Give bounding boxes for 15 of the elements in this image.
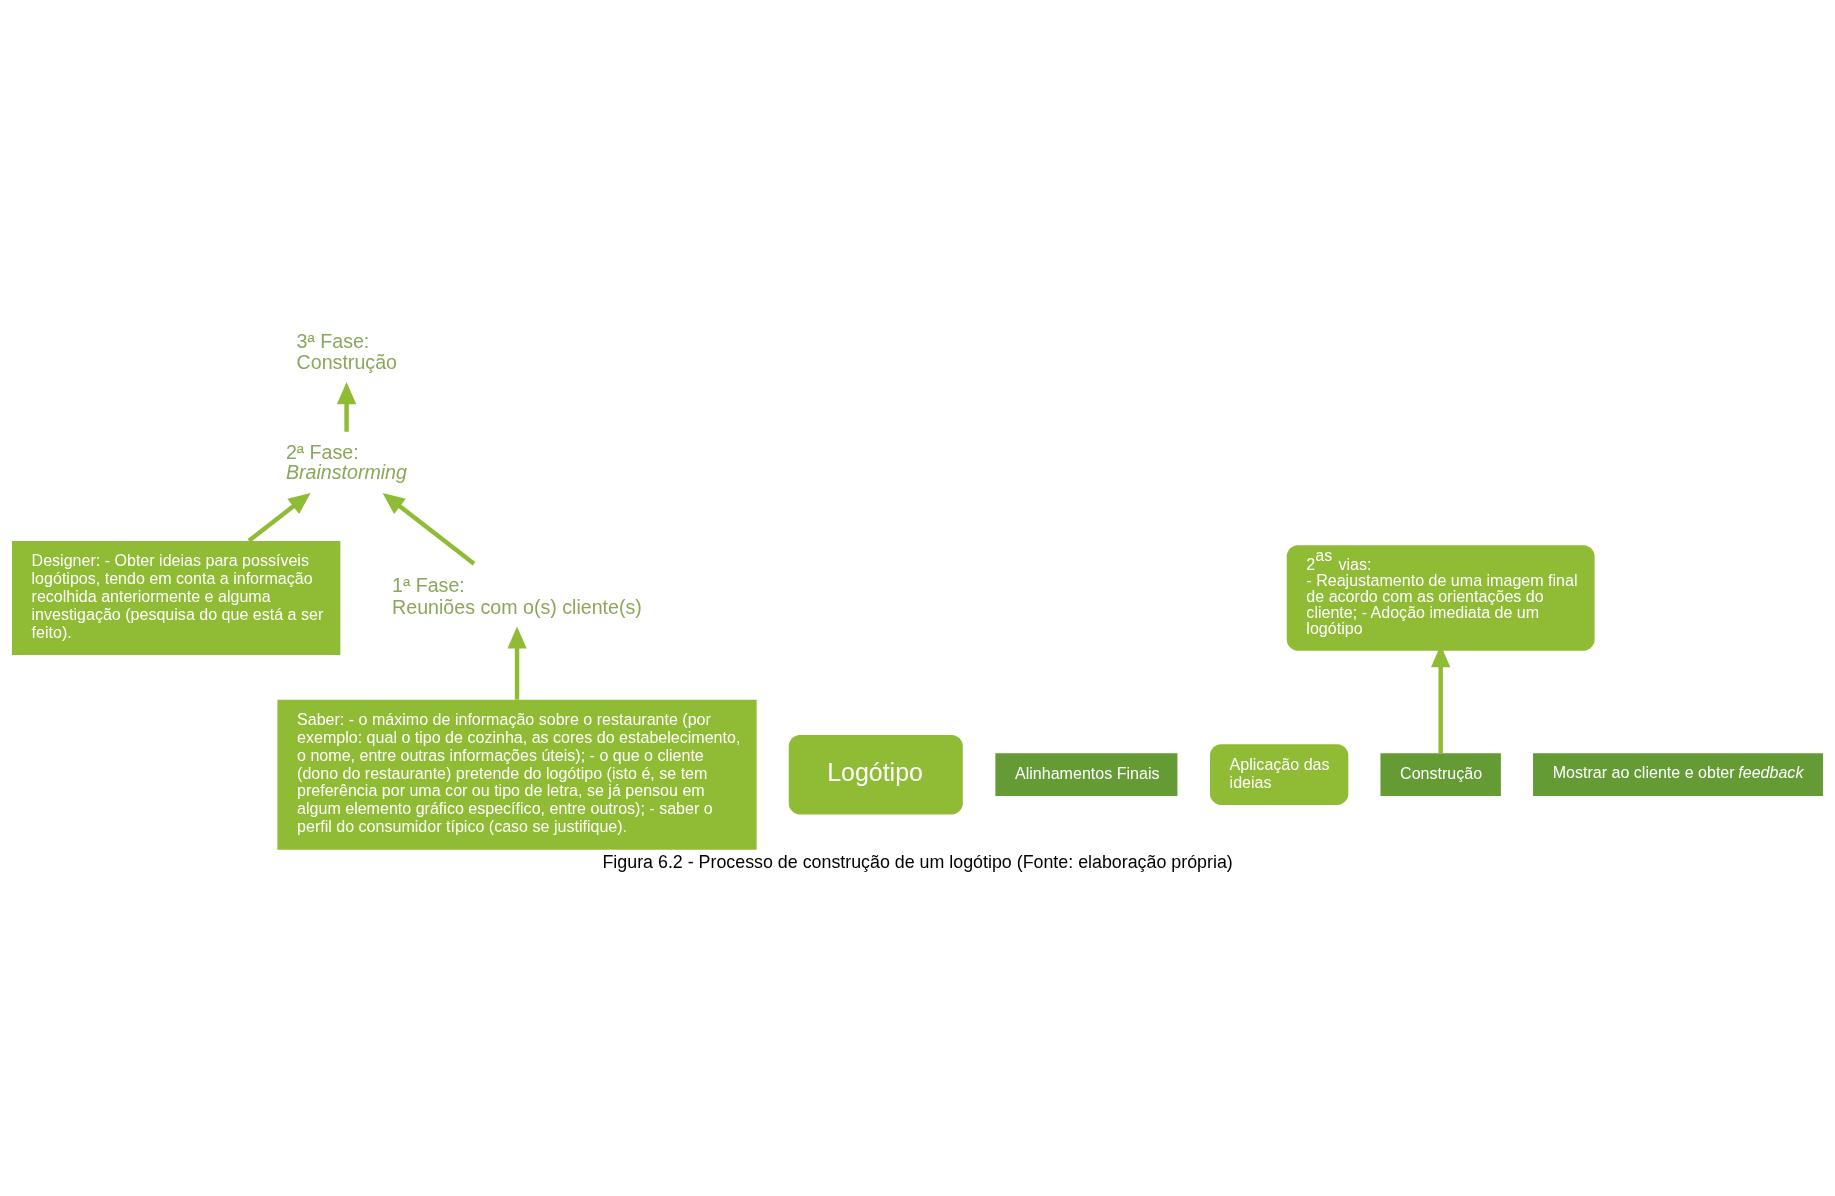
node-box: Designer: - Obter ideias para possíveis logótipos, tendo em conta a informação recolhida anteriormente e alguma investigação (pesquisa do que está a ser feito). <box>11 540 341 656</box>
node-box: Saber: - o máximo de informação sobre o restaurante (por exemplo: qual o tipo de cozinha, as cores do estabelecimento, o nome, entre outras informações úteis); - o que o cliente (dono do restaurante) pretende do logótipo (isto é, se tem preferência por uma cor ou tipo de letra, se já pensou em algum elemento gráfico específico, entre outros); - saber o perfil do consumidor típico (caso se justifique). <box>277 699 757 850</box>
node-box: Logótipo <box>788 735 963 815</box>
caption: Figura 6.2 - Processo de construção de um logótipo (Fonte: elaboração própria) <box>602 851 1233 872</box>
arrow <box>336 382 357 432</box>
node-text: 3ª Fase: Construção <box>296 329 397 374</box>
node-box: Mostrar ao cliente e obter feedback <box>1533 753 1824 797</box>
arrow <box>507 626 527 700</box>
node-box: Aplicação das ideias <box>1210 744 1349 806</box>
node-text: 2ª Fase: Brainstorming <box>285 441 407 483</box>
arrow <box>247 492 311 543</box>
arrow <box>382 492 476 566</box>
node-text: 1ª Fase: Reuniões com o(s) cliente(s) <box>392 574 642 618</box>
node-box: Construção <box>1380 753 1501 797</box>
node-box: Alinhamentos Finais <box>995 753 1178 797</box>
